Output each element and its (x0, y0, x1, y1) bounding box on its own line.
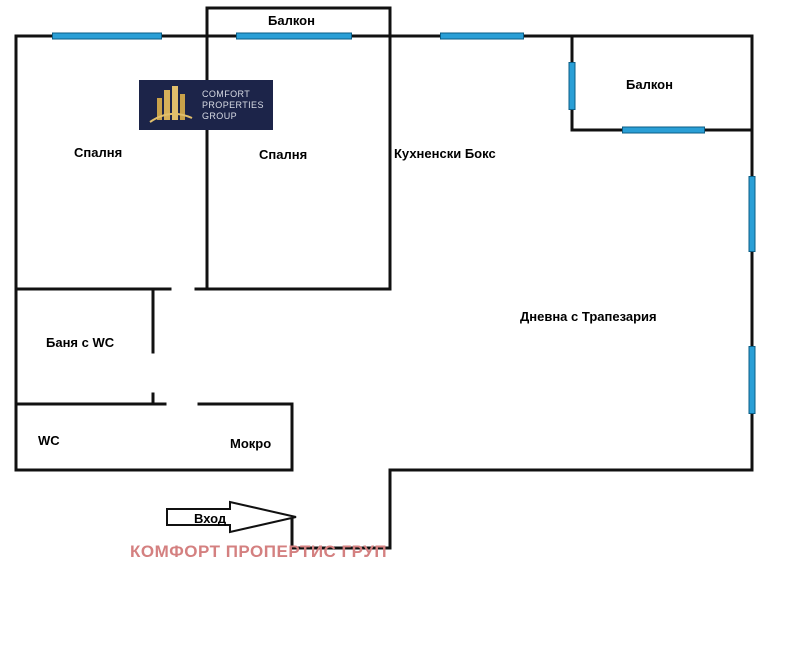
watermark-text: КОМФОРТ ПРОПЕРТИС ГРУП (130, 542, 387, 561)
windows (52, 32, 756, 414)
label-wet-room: Мокро (230, 436, 271, 451)
balcony-top-outline (205, 6, 392, 38)
label-bedroom-left: Спалня (74, 145, 122, 160)
label-living: Дневна с Трапезария (520, 309, 657, 324)
label-entrance: Вход (194, 511, 227, 526)
logo-line-3: GROUP (202, 111, 237, 121)
walls (14, 6, 754, 550)
label-wc: WC (38, 433, 60, 448)
entrance-arrow (166, 500, 297, 534)
label-balcony-right: Балкон (626, 77, 673, 92)
logo-line-1: COMFORT (202, 89, 250, 99)
company-logo: COMFORT PROPERTIES GROUP (139, 80, 273, 130)
logo-line-2: PROPERTIES (202, 100, 264, 110)
label-kitchen: Кухненски Бокс (394, 146, 496, 161)
building-icon (149, 86, 193, 123)
label-bedroom-center: Спалня (259, 147, 307, 162)
label-bathroom: Баня с WC (46, 335, 115, 350)
label-balcony-top: Балкон (268, 13, 315, 28)
